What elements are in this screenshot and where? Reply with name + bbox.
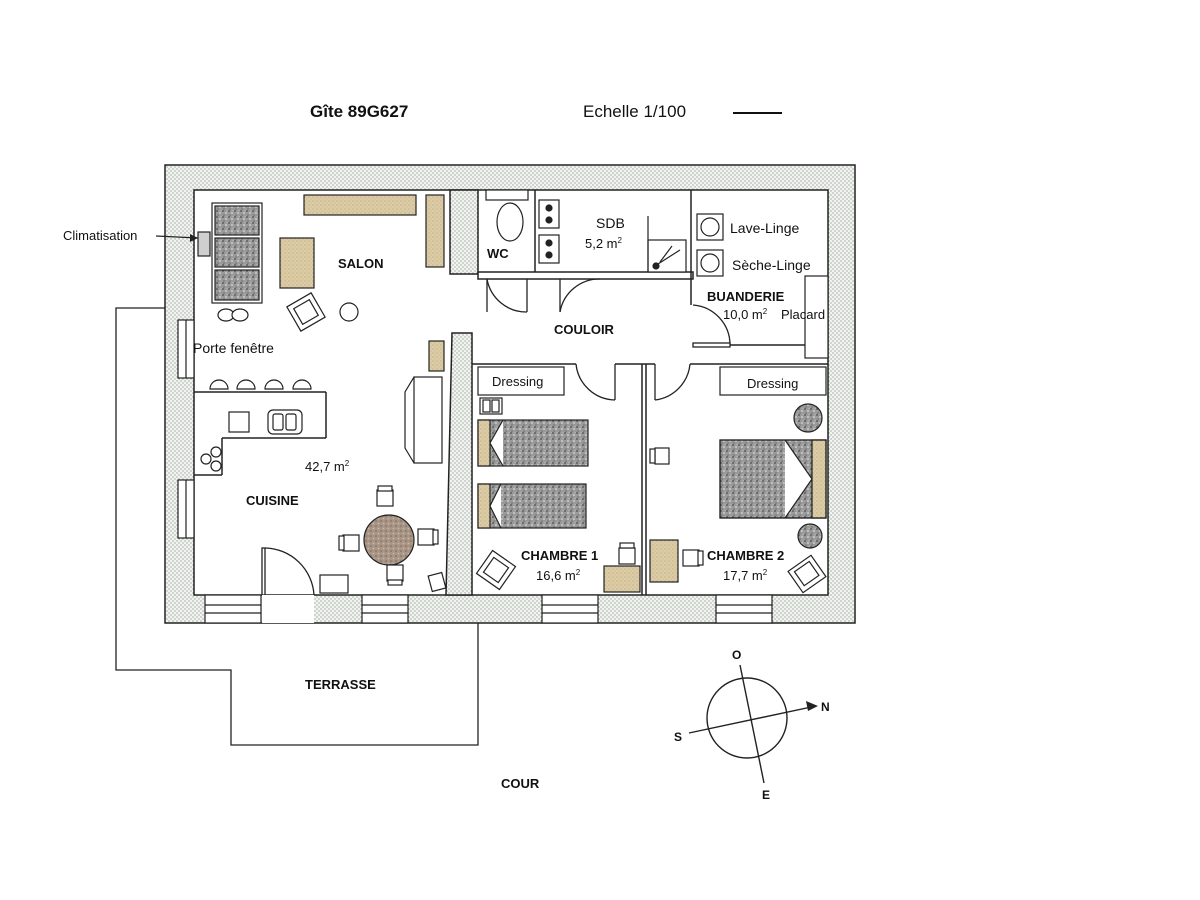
- ottoman-2: [231, 308, 249, 322]
- bar-stool-4: [292, 379, 312, 390]
- compass-ns-line: [688, 705, 817, 734]
- compass-circle: [706, 677, 788, 759]
- stove-burner: [200, 453, 212, 465]
- pouf: [339, 302, 359, 322]
- terrace-outline: [115, 307, 479, 746]
- svg-text:42,7 m2: 42,7 m2: [305, 459, 350, 474]
- windows: [177, 319, 773, 624]
- bar-stool-1: [209, 379, 229, 390]
- label-salon: SALON: [338, 256, 384, 271]
- chair-c1: [618, 547, 636, 565]
- corner-chair: [427, 571, 447, 593]
- label-dressing-2: Dressing: [747, 376, 798, 391]
- side-cabinet: [428, 340, 445, 372]
- label-living-area: 42,7 m2: [305, 459, 350, 474]
- compass-rose: O N S E: [674, 648, 830, 802]
- dining-chair-4: [386, 564, 404, 582]
- low-cabinet: [319, 574, 349, 594]
- arrow-head-icon: [190, 234, 198, 242]
- label-seche-linge: Sèche-Linge: [732, 257, 811, 273]
- label-buanderie-area: 10,0 m2: [723, 307, 768, 322]
- label-cour: COUR: [501, 776, 540, 791]
- label-porte-fenetre: Porte fenêtre: [193, 340, 274, 356]
- coffee-table: [279, 237, 315, 289]
- label-placard: Placard: [781, 307, 825, 322]
- label-wc: WC: [487, 246, 509, 261]
- label-buanderie: BUANDERIE: [707, 289, 785, 304]
- placard-cabinet: [804, 275, 829, 359]
- chair-c2a: [654, 447, 670, 465]
- label-lave-linge: Lave-Linge: [730, 220, 799, 236]
- dressings: [477, 366, 827, 396]
- label-sdb-area: 5,2 m2: [585, 236, 623, 251]
- compass-east: E: [762, 788, 770, 802]
- compass-west: O: [732, 648, 741, 662]
- dining-chair-2: [342, 534, 360, 552]
- compass-north: N: [821, 700, 830, 714]
- kitchen-furniture: [200, 379, 447, 594]
- bookshelf: [425, 194, 445, 268]
- buanderie-fixtures: [696, 213, 829, 359]
- label-sdb: SDB: [596, 215, 625, 231]
- chambre1-furniture: [475, 397, 641, 593]
- hob: [228, 411, 250, 433]
- nightlamp-bottom: [797, 523, 823, 549]
- desk-c2: [649, 539, 679, 583]
- plan-title: Gîte 89G627: [310, 102, 408, 121]
- sdb-fixtures: [538, 199, 687, 273]
- sideboard: [303, 194, 417, 216]
- doors: [261, 278, 731, 623]
- label-terrasse: TERRASSE: [305, 677, 376, 692]
- wc-fixtures: [485, 189, 529, 242]
- north-arrow-icon: [806, 701, 818, 711]
- label-cuisine: CUISINE: [246, 493, 299, 508]
- label-climatisation: Climatisation: [63, 228, 137, 243]
- label-chambre2: CHAMBRE 2: [707, 548, 784, 563]
- svg-text:17,7 m2: 17,7 m2: [723, 568, 768, 583]
- bar-stool-2: [236, 379, 256, 390]
- tv-unit: [413, 376, 443, 464]
- label-dressing-1: Dressing: [492, 374, 543, 389]
- scale-label: Echelle 1/100: [583, 102, 686, 121]
- sink-1-icon: [538, 199, 560, 229]
- compass-ew-line: [739, 664, 765, 784]
- compass-south: S: [674, 730, 682, 744]
- chair-c2b: [682, 549, 700, 567]
- thin-walls: [194, 190, 828, 595]
- label-couloir: COULOIR: [554, 322, 615, 337]
- sink-2-icon: [538, 234, 560, 264]
- svg-text:5,2 m2: 5,2 m2: [585, 236, 623, 251]
- outer-walls: [164, 164, 856, 624]
- wc-cistern: [485, 189, 529, 201]
- salon-furniture: [197, 194, 445, 464]
- label-chambre2-area: 17,7 m2: [723, 568, 768, 583]
- label-chambre1: CHAMBRE 1: [521, 548, 598, 563]
- dining-table: [363, 514, 415, 566]
- desk-c1: [603, 565, 641, 593]
- label-chambre1-area: 16,6 m2: [536, 568, 581, 583]
- air-conditioner-unit: [197, 231, 211, 257]
- bar-stool-3: [264, 379, 284, 390]
- dining-chair-1: [376, 489, 394, 507]
- chambre2-furniture: [649, 403, 827, 594]
- toilet-bowl-icon: [496, 202, 524, 242]
- svg-text:10,0 m2: 10,0 m2: [723, 307, 768, 322]
- interior-walls: [445, 189, 694, 596]
- dining-chair-3: [417, 528, 435, 546]
- svg-text:16,6 m2: 16,6 m2: [536, 568, 581, 583]
- nightlamp-top: [793, 403, 823, 433]
